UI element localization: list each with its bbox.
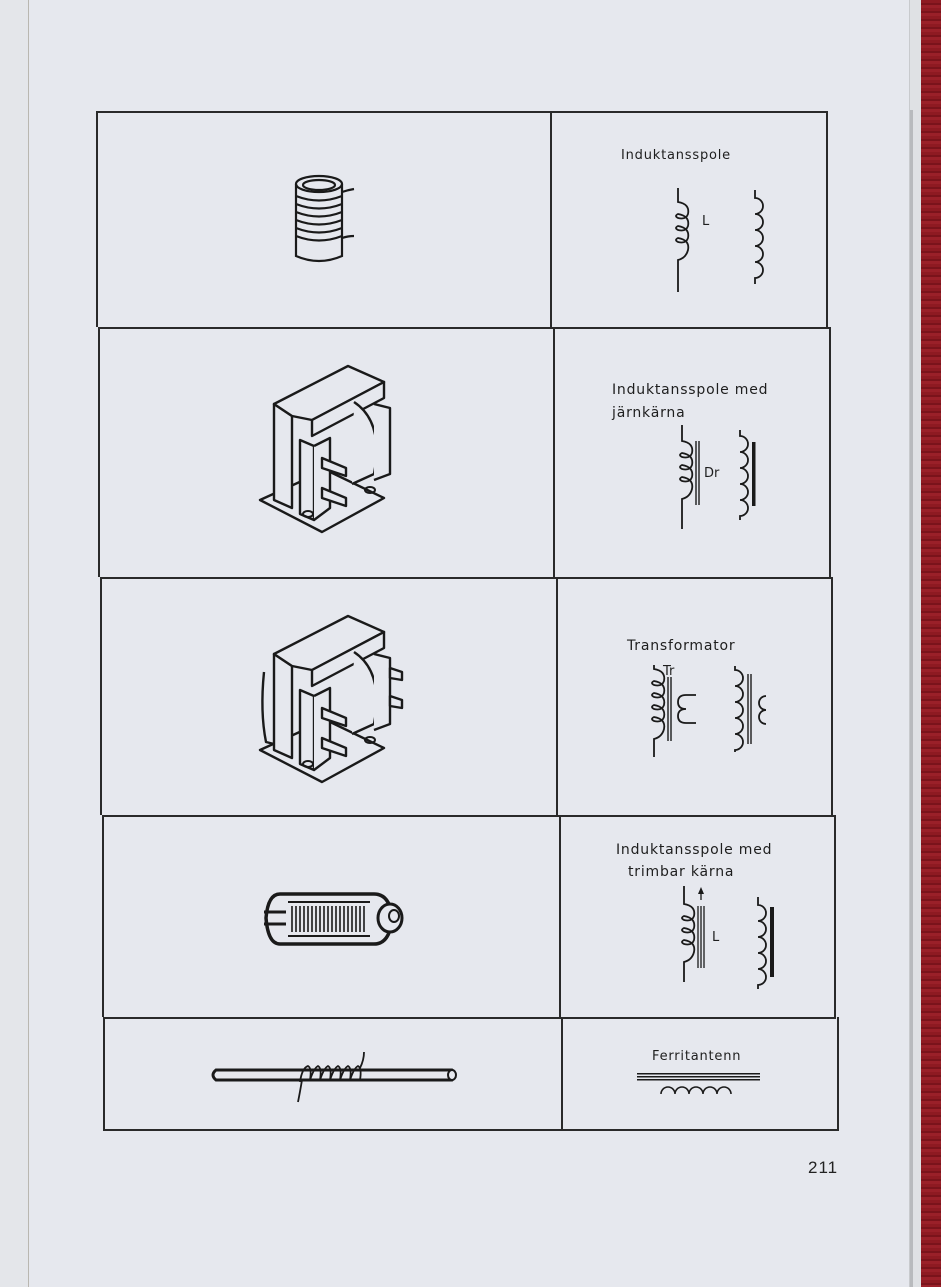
trimmable-core-inductor-alt-symbol-icon xyxy=(757,897,774,989)
row-title-line-1: Induktansspole med xyxy=(612,382,769,398)
ferrite-rod-antenna-illustration xyxy=(211,1051,457,1103)
ferrite-antenna-symbol-icon xyxy=(637,1073,760,1095)
iron-core-inductor-illustration xyxy=(258,364,392,534)
row-title: Induktansspole xyxy=(621,148,731,163)
inductor-label: L xyxy=(702,214,710,229)
iron-core-inductor-symbol-icon xyxy=(679,425,700,529)
inductor-label: Dr xyxy=(704,466,720,481)
trimmable-core-inductor-symbol-icon xyxy=(681,886,705,982)
right-page-edge xyxy=(909,0,922,1287)
transformer-illustration xyxy=(258,614,404,784)
row-title-line-1: Induktansspole med xyxy=(616,842,773,858)
book-cover-edge xyxy=(921,0,941,1287)
row-title-line-2: trimbar kärna xyxy=(628,864,735,880)
row-title: Transformator xyxy=(627,638,736,654)
inductor-alt-symbol-icon xyxy=(754,190,764,284)
row-title-line-2: järnkärna xyxy=(612,405,686,421)
page-number: 211 xyxy=(808,1158,839,1177)
transformer-alt-symbol-icon xyxy=(734,666,767,752)
air-core-coil-illustration xyxy=(294,174,355,263)
inductor-symbol-icon xyxy=(675,188,690,292)
book-page xyxy=(29,0,909,1287)
transformer-label: Tr xyxy=(663,664,675,679)
inductor-label: L xyxy=(712,930,720,945)
iron-core-inductor-alt-symbol-icon xyxy=(739,430,756,520)
transformer-symbol-icon xyxy=(651,665,696,757)
trimmable-core-coil-illustration xyxy=(264,892,404,946)
left-page-edge xyxy=(0,0,29,1287)
row-title: Ferritantenn xyxy=(652,1049,742,1064)
